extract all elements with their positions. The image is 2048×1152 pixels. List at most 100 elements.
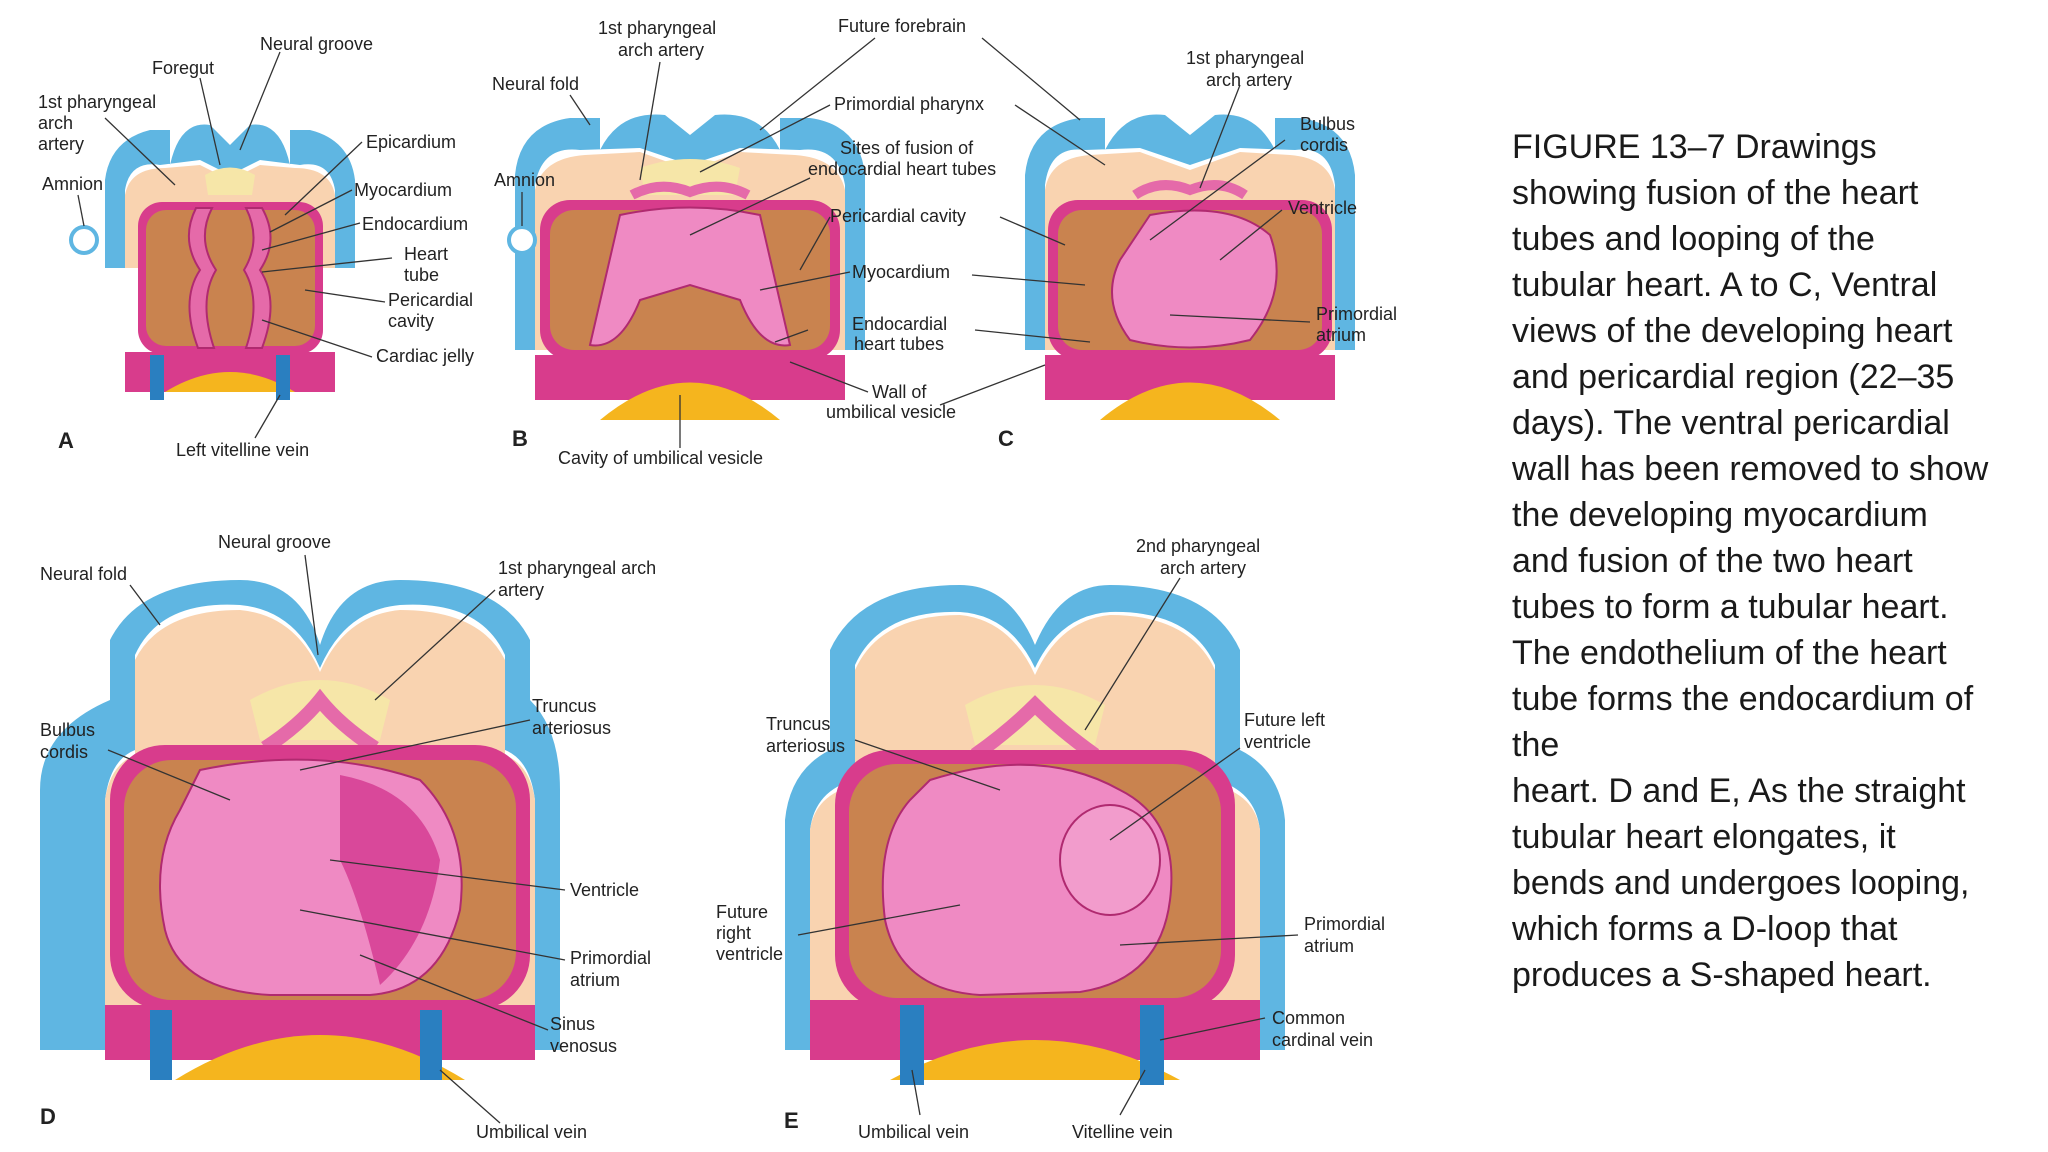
panel-c-heart (1111, 209, 1278, 349)
leader-line (797, 904, 961, 936)
leader-line (1014, 104, 1106, 166)
leader-line (304, 289, 386, 303)
leader-line (439, 1069, 501, 1124)
leader-line (799, 216, 831, 271)
leader-line (239, 51, 281, 151)
label-future-left-ventricle: Future left (1244, 710, 1325, 730)
leader-line (639, 61, 661, 181)
caption-line: views of the developing heart (1512, 312, 1953, 350)
label-amnion: Amnion (494, 170, 555, 190)
label-primordial-atrium: atrium (1304, 936, 1354, 956)
label-primordial-atrium: Primordial (570, 948, 651, 968)
panel-e-yolk (890, 1040, 1180, 1080)
panel-e-left-ventricle-bulge (1059, 804, 1161, 916)
leader-line (699, 104, 831, 173)
caption-line: The endothelium of the heart (1512, 634, 1947, 672)
caption-line: tubular heart elongates, it (1512, 818, 1896, 856)
panel-a-ectoderm (105, 124, 355, 268)
label-neural-fold: Neural fold (492, 74, 579, 94)
caption-line: which forms a D-loop that (1512, 910, 1898, 948)
panel-d-drawing (40, 580, 560, 1080)
label-wall-umbilical: Wall of (872, 382, 927, 402)
leader-line (1119, 1069, 1146, 1116)
label-myocardium: Myocardium (852, 262, 950, 282)
label-umbilical-vein: Umbilical vein (476, 1122, 587, 1142)
leader-line (911, 1069, 921, 1116)
caption-line: showing fusion of the heart (1512, 174, 1919, 212)
label-primordial-atrium: atrium (570, 970, 620, 990)
leader-line (999, 216, 1066, 246)
leader-line (104, 117, 176, 186)
panel-letter-a: A (58, 428, 74, 453)
label-cardiac-jelly: Cardiac jelly (376, 346, 474, 366)
leader-line (1159, 1017, 1266, 1041)
caption-line: tube forms the endocardium of (1512, 680, 1974, 718)
label-pharyngeal-artery-2nd: 2nd pharyngeal (1136, 536, 1260, 556)
caption-line: the developing myocardium (1512, 496, 1928, 534)
caption-line: bends and undergoes looping, (1512, 864, 1970, 902)
label-pericardial-cavity: cavity (388, 311, 434, 331)
panel-c-arch-artery (1132, 180, 1248, 200)
panel-letter-c: C (998, 426, 1014, 451)
leader-line (299, 719, 531, 771)
label-myocardium: Myocardium (354, 180, 452, 200)
leader-line (1109, 747, 1241, 841)
label-ventricle: Ventricle (570, 880, 639, 900)
label-primordial-atrium: Primordial (1304, 914, 1385, 934)
label-future-forebrain: Future forebrain (838, 16, 966, 36)
panel-a-amnion (69, 225, 99, 255)
leader-line (329, 859, 566, 891)
label-heart-tube: tube (404, 265, 439, 285)
leader-line (374, 589, 496, 701)
caption-line: wall has been removed to show (1512, 450, 1989, 488)
caption-line: tubes to form a tubular heart. (1512, 588, 1949, 626)
label-bulbus-cordis: cordis (40, 742, 88, 762)
label-truncus-arteriosus: arteriosus (766, 736, 845, 756)
caption-line: days). The ventral pericardial (1512, 404, 1950, 442)
panel-c-yolk (1100, 382, 1280, 420)
label-future-right-ventricle: right (716, 923, 751, 943)
caption-line: tubular heart. A to C, Ventral (1512, 266, 1938, 304)
leader-line (759, 37, 876, 131)
label-heart-tube: Heart (404, 244, 448, 264)
label-pharyngeal-artery: arch artery (1206, 70, 1292, 90)
caption-line: and fusion of the two heart (1512, 542, 1913, 580)
leader-line (299, 909, 566, 961)
leader-line (974, 329, 1091, 343)
leader-line (1169, 314, 1311, 323)
caption-line: FIGURE 13–7 Drawings (1512, 128, 1877, 166)
label-common-cardinal-vein: Common (1272, 1008, 1345, 1028)
leader-line (261, 222, 361, 251)
panel-letter-d: D (40, 1104, 56, 1129)
label-pericardial-cavity: Pericardial cavity (830, 206, 966, 226)
leader-line (1084, 577, 1181, 731)
panel-a-drawing (69, 124, 355, 400)
label-epicardium: Epicardium (366, 132, 456, 152)
panel-a-heart-tube-left (187, 207, 218, 349)
panel-letter-b: B (512, 426, 528, 451)
caption-line: heart. D and E, As the straight (1512, 772, 1966, 810)
label-truncus-arteriosus: Truncus (766, 714, 830, 734)
leader-line (284, 141, 363, 216)
label-fusion-sites: Sites of fusion of (840, 138, 974, 158)
leader-line (77, 194, 85, 227)
panel-a-foregut (205, 167, 255, 195)
caption-line: and pericardial region (22–35 (1512, 358, 1955, 396)
leader-line (269, 189, 353, 233)
leader-line (254, 394, 281, 439)
label-primordial-atrium: atrium (1316, 325, 1366, 345)
label-pericardial-cavity: Pericardial (388, 290, 473, 310)
leader-line (689, 177, 811, 236)
leader-line (939, 364, 1046, 406)
label-vitelline-vein: Vitelline vein (1072, 1122, 1173, 1142)
label-bulbus-cordis: Bulbus (40, 720, 95, 740)
panel-a-pericardial-cavity (146, 210, 315, 346)
panel-a-vein-right (276, 355, 290, 400)
panel-d-ventricle-shade (340, 775, 440, 985)
label-bulbus-cordis: cordis (1300, 135, 1348, 155)
label-neural-groove: Neural groove (218, 532, 331, 552)
leader-line (129, 584, 161, 626)
label-cavity-umbilical: Cavity of umbilical vesicle (558, 448, 763, 468)
leader-line (971, 274, 1086, 286)
label-ventricle: Ventricle (1288, 198, 1357, 218)
